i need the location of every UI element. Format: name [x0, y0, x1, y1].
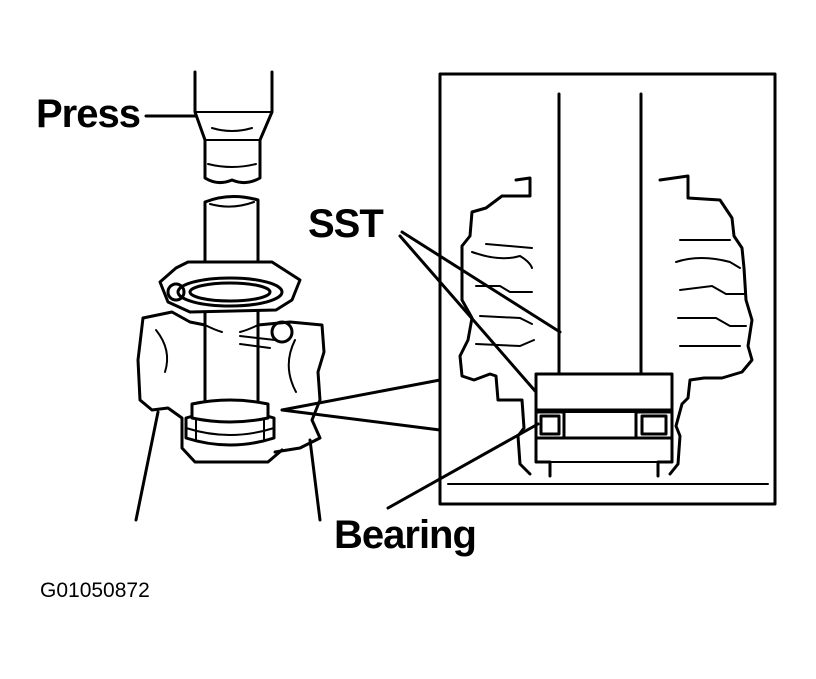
axle-housing: [134, 260, 326, 522]
figure-code: G01050872: [40, 579, 150, 602]
bearing-label: Bearing: [334, 513, 477, 557]
callout-line-upper: [280, 378, 442, 412]
sst-leader-to-block: [398, 234, 538, 394]
sst-leader-to-shaft: [400, 230, 562, 334]
detail-inset: [438, 72, 777, 506]
press-label: Press: [36, 92, 141, 136]
callout-line-lower: [280, 408, 442, 432]
bearing-in-housing: [184, 398, 276, 447]
press-ram: [193, 70, 274, 185]
bearing-leader-line: [386, 422, 540, 510]
sst-label: SST: [308, 202, 384, 246]
